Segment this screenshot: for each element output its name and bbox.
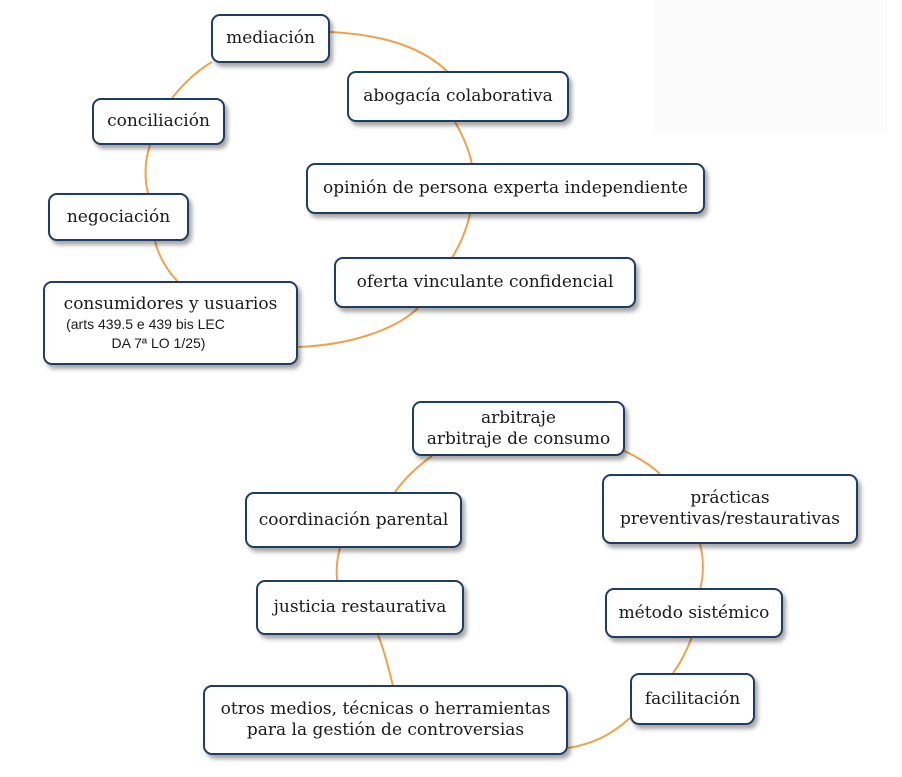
connector-abogacia-opinion [454, 121, 473, 166]
node-practicas-line1: prácticas [690, 488, 770, 508]
node-otros-line1: otros medios, técnicas o herramientas [220, 699, 551, 719]
node-arbitraje-line1: arbitraje [480, 407, 556, 428]
connector-coordinacion-arbitraje [394, 455, 433, 493]
connector-facilitacion-otros [567, 717, 631, 749]
node-abogacia-colaborativa: abogacía colaborativa [347, 71, 569, 122]
connector-otros-justicia [377, 634, 394, 687]
node-negociacion-label: negociación [66, 206, 171, 227]
node-conciliacion: conciliación [92, 98, 225, 145]
connector-oferta-consumidores [297, 307, 419, 348]
node-consumidores-usuarios: consumidores y usuarios (arts 439.5 e 43… [43, 281, 298, 365]
node-oferta-label: oferta vinculante confidencial [356, 272, 614, 292]
node-consumidores-line3: DA 7ª LO 1/25) [111, 334, 206, 351]
node-consumidores-line1: consumidores y usuarios [63, 293, 278, 314]
node-practicas: prácticas preventivas/restaurativas [602, 474, 858, 544]
node-coordinacion-label: coordinación parental [258, 509, 449, 530]
connector-metodo-facilitacion [672, 636, 693, 674]
node-mediacion: mediación [211, 14, 330, 63]
node-opinion-experta: opinión de persona experta independiente [306, 163, 705, 214]
node-arbitraje-line2: arbitraje de consumo [426, 428, 611, 449]
node-otros-medios: otros medios, técnicas o herramientas pa… [203, 685, 568, 755]
node-practicas-line2: preventivas/restaurativas [620, 509, 840, 529]
connector-arbitraje-practicas [621, 449, 661, 475]
node-facilitacion-label: facilitación [644, 688, 741, 709]
node-otros-line2: para la gestión de controversias [246, 720, 525, 740]
node-coordinacion-parental: coordinación parental [245, 492, 462, 548]
connector-conciliacion-mediacion [171, 61, 213, 99]
connector-consumidores-negociacion [154, 240, 179, 283]
node-metodo-label: método sistémico [618, 602, 770, 623]
node-opinion-label: opinión de persona experta independiente [323, 178, 688, 198]
node-justicia-restaurativa: justicia restaurativa [256, 580, 464, 635]
node-negociacion: negociación [48, 193, 189, 241]
connector-practicas-metodo [699, 543, 704, 591]
node-facilitacion: facilitación [630, 673, 755, 725]
node-justicia-label: justicia restaurativa [273, 597, 447, 617]
node-consumidores-line2: (arts 439.5 e 439 bis LEC [66, 315, 225, 332]
connector-justicia-coordinacion [335, 547, 341, 581]
connector-opinion-oferta [451, 213, 471, 259]
node-metodo-sistemico: método sistémico [605, 588, 783, 638]
node-oferta-vinculante: oferta vinculante confidencial [334, 257, 636, 308]
connector-mediacion-abogacia [329, 31, 449, 73]
node-mediacion-label: mediación [226, 28, 315, 48]
node-conciliacion-label: conciliación [107, 111, 210, 131]
node-abogacia-label: abogacía colaborativa [363, 86, 553, 106]
node-arbitraje: arbitraje arbitraje de consumo [412, 401, 625, 456]
connector-negociacion-conciliacion [144, 144, 151, 194]
background-panel [655, 0, 887, 133]
